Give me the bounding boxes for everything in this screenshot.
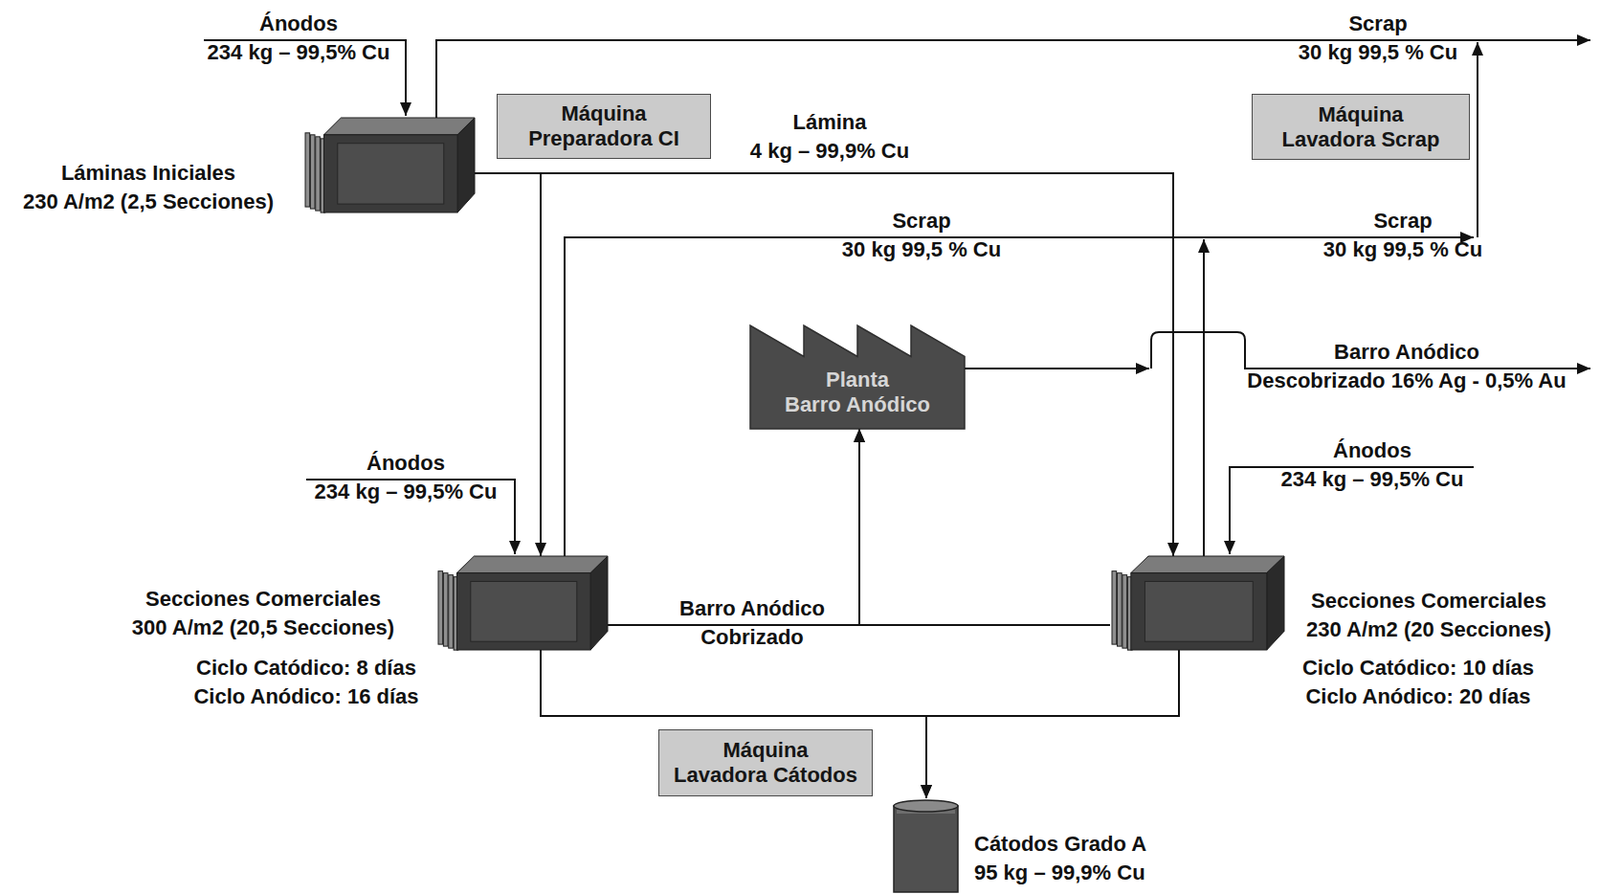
cell-block: Secciones Comerciales 230 A/m2 (20 Secci… bbox=[1110, 555, 1285, 650]
flow-connector bbox=[540, 649, 927, 799]
cell-front bbox=[456, 573, 591, 650]
electrode-plate bbox=[448, 575, 454, 648]
cell-block: Secciones Comerciales 300 A/m2 (20,5 Sec… bbox=[436, 555, 608, 650]
node-caption: Ciclo Catódico: 10 días Ciclo Anódico: 2… bbox=[1302, 653, 1534, 712]
node-caption: Láminas Iniciales 230 A/m2 (2,5 Seccione… bbox=[22, 158, 274, 217]
flow-connector bbox=[859, 428, 1111, 625]
electrode-plate bbox=[315, 136, 321, 211]
electrode-plate bbox=[438, 571, 444, 645]
cell-top bbox=[457, 555, 609, 574]
cell-side bbox=[457, 117, 475, 213]
edge-label: Lámina 4 kg – 99,9% Cu bbox=[750, 108, 910, 166]
flow-label: Barro Anódico Descobrizado 16% Ag - 0,5%… bbox=[1246, 337, 1566, 396]
node-caption: Secciones Comerciales 300 A/m2 (20,5 Sec… bbox=[132, 584, 395, 643]
electrode-plate bbox=[443, 573, 448, 646]
machine-box: Máquina Lavadora Scrap bbox=[1251, 93, 1470, 160]
node-label: Máquina Lavadora Scrap bbox=[1281, 102, 1440, 153]
cell-block: Láminas Iniciales 230 A/m2 (2,5 Seccione… bbox=[303, 117, 475, 213]
cyl-shape bbox=[892, 798, 959, 892]
cell-front bbox=[323, 134, 458, 213]
cell-side bbox=[1266, 555, 1285, 650]
cathode-stack: Cátodos Grado A 95 kg – 99,9% Cu bbox=[892, 798, 959, 892]
flow-connector bbox=[474, 173, 1174, 556]
electrode-plate bbox=[1111, 571, 1117, 645]
node-caption: Ciclo Catódico: 8 días Ciclo Anódico: 16… bbox=[193, 653, 419, 712]
node-label: Máquina Preparadora CI bbox=[528, 101, 680, 152]
factory-outline bbox=[750, 325, 965, 429]
slime-out-line bbox=[964, 367, 1150, 370]
flow-label: Scrap 30 kg 99,5 % Cu bbox=[842, 206, 1001, 265]
cell-shape bbox=[1110, 555, 1285, 650]
cell-window bbox=[1144, 580, 1253, 642]
machine-box: Máquina Lavadora Cátodos bbox=[658, 729, 873, 797]
cell-window bbox=[470, 580, 578, 642]
flow-connector bbox=[607, 428, 860, 625]
flow-label: Ánodos 234 kg – 99,5% Cu bbox=[314, 448, 498, 507]
scrap-collect-line bbox=[564, 237, 1474, 556]
node-caption: Secciones Comerciales 230 A/m2 (20 Secci… bbox=[1306, 586, 1552, 645]
flow-label: Ánodos 234 kg – 99,5% Cu bbox=[1281, 436, 1465, 494]
machine-box: Máquina Preparadora CI bbox=[496, 93, 712, 159]
scrap-riser-line bbox=[1476, 42, 1479, 238]
electrode-plate bbox=[305, 133, 311, 207]
node-label: Máquina Lavadora Cátodos bbox=[673, 737, 858, 788]
flow-line-group bbox=[203, 40, 1591, 556]
cell-top bbox=[324, 117, 476, 135]
cell-side bbox=[590, 555, 608, 650]
electrode-plate bbox=[1116, 573, 1122, 646]
edge-label: Barro Anódico Cobrizado bbox=[679, 594, 825, 652]
cell-shape bbox=[436, 555, 608, 650]
flow-connector bbox=[926, 649, 1179, 799]
node-label: Planta Barro Anódico bbox=[784, 367, 931, 418]
electrode-plate bbox=[310, 134, 315, 209]
cylinder-top bbox=[893, 800, 958, 812]
cell-top bbox=[1131, 555, 1285, 574]
cylinder-body bbox=[893, 805, 958, 892]
cell-shape bbox=[303, 117, 475, 213]
node-caption: Cátodos Grado A 95 kg – 99,9% Cu bbox=[974, 829, 1147, 888]
cell-window bbox=[337, 143, 445, 204]
plant-factory: Planta Barro Anódico bbox=[750, 325, 965, 429]
flow-label: Scrap 30 kg 99,5 % Cu bbox=[1298, 9, 1458, 67]
flow-label: Ánodos 234 kg – 99,5% Cu bbox=[207, 9, 391, 67]
scrap-riser-line bbox=[1202, 239, 1205, 556]
cell-front bbox=[1131, 573, 1267, 650]
flow-label: Scrap 30 kg 99,5 % Cu bbox=[1323, 206, 1483, 265]
electrode-plate bbox=[1122, 575, 1128, 648]
